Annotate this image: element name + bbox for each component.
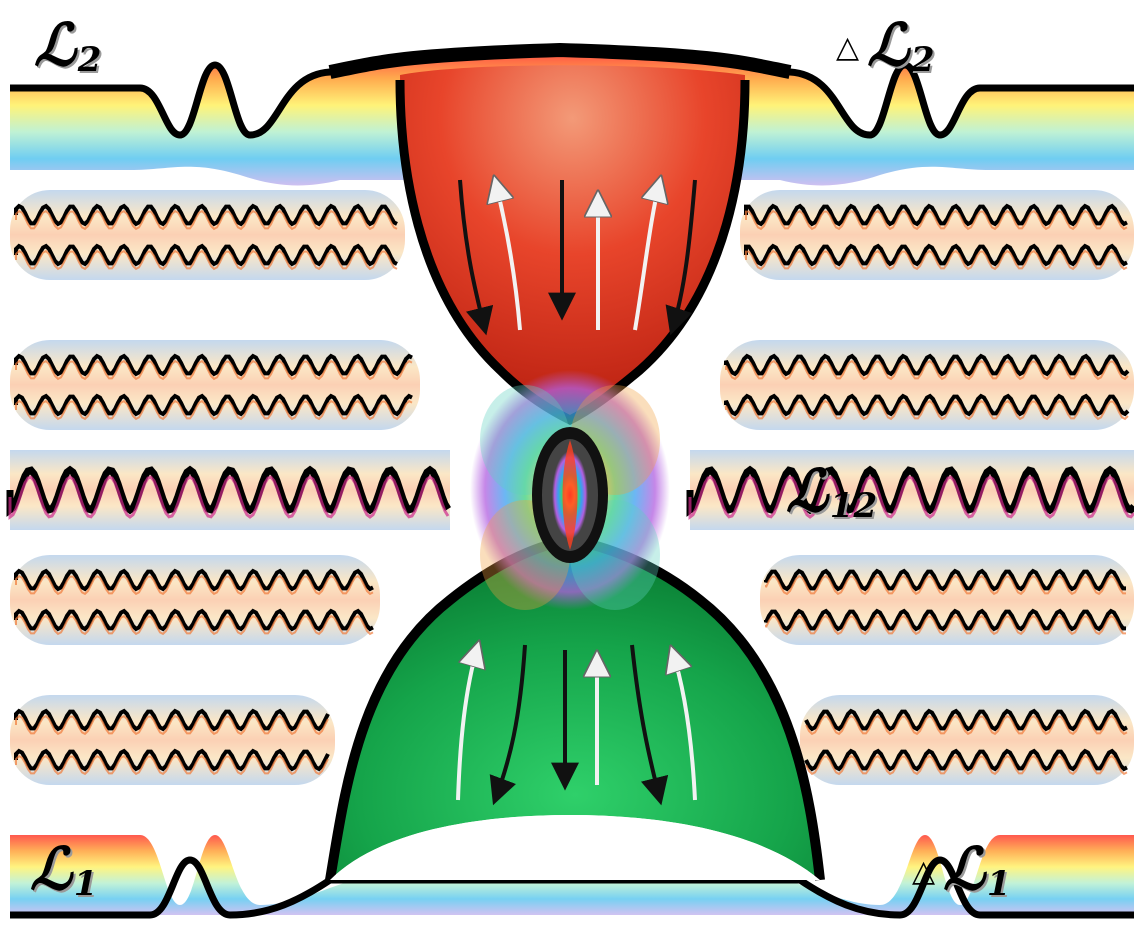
wave-band-right (800, 695, 1134, 785)
upper-red-lobe (400, 65, 745, 420)
label-l12: ℒ12 (786, 462, 877, 520)
label-l12-symbol: ℒ (786, 457, 828, 525)
label-l1: ℒ1 (30, 840, 97, 898)
wave-band-mid-left (10, 450, 450, 530)
label-delta-l2-symbol: ℒ (867, 11, 909, 79)
label-l1-symbol: ℒ (30, 835, 72, 903)
wave-band-left (10, 695, 335, 785)
label-l12-sub: 12 (830, 486, 877, 526)
label-delta-l1-triangle: △ (912, 854, 935, 889)
central-vortex (470, 370, 670, 610)
label-delta-l1-symbol: ℒ (943, 835, 985, 903)
label-l2-sub: 2 (78, 40, 102, 80)
label-delta-l2: △ℒ2 (836, 16, 935, 74)
label-delta-l1: △ℒ1 (912, 840, 1011, 898)
label-delta-l2-triangle: △ (836, 30, 859, 65)
wave-band-left (10, 555, 380, 645)
wave-band-right (720, 340, 1134, 430)
label-l1-sub: 1 (74, 864, 98, 904)
label-l2-symbol: ℒ (34, 11, 76, 79)
label-delta-l1-sub: 1 (987, 864, 1011, 904)
wave-band-left (10, 340, 420, 430)
label-delta-l2-sub: 2 (911, 40, 935, 80)
wave-band-left (10, 190, 405, 280)
label-l2: ℒ2 (34, 16, 101, 74)
